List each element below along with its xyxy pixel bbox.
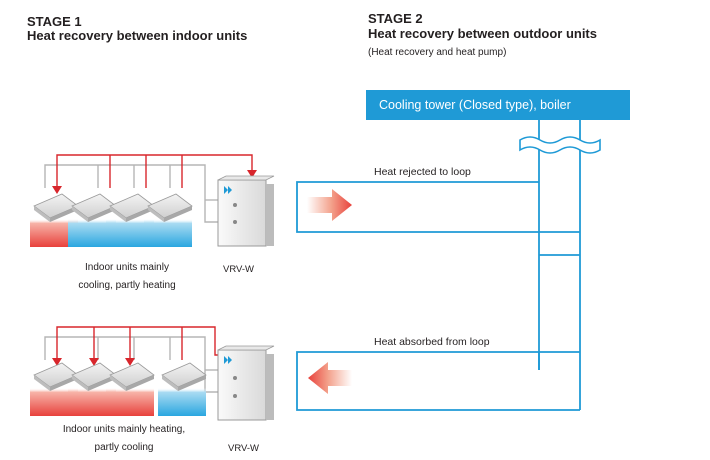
top-vrv-w-unit (217, 175, 275, 247)
cooling-tower-box: Cooling tower (Closed type), boiler (366, 90, 630, 120)
bottom-vrv-w-unit (217, 345, 275, 421)
heat-arrow-right (307, 189, 352, 221)
top-indoor-unit-2 (68, 193, 117, 247)
water-loop-pipes (296, 120, 581, 411)
stage2-label: STAGE 2 (368, 11, 423, 26)
bottom-refrigerant-pipes (44, 326, 222, 393)
bottom-unit-label: VRV-W (228, 443, 259, 454)
top-indoor-unit-4 (144, 193, 193, 247)
bottom-caption-line2: partly cooling (94, 442, 154, 453)
top-refrigerant-pipes (44, 154, 257, 223)
heat-absorbed-label: Heat absorbed from loop (374, 336, 490, 348)
bottom-indoor-unit-4 (158, 362, 207, 416)
pipe-break-symbol (519, 136, 601, 154)
top-caption-line2: cooling, partly heating (78, 280, 176, 291)
top-unit-label: VRV-W (223, 264, 254, 275)
bottom-caption-line1: Indoor units mainly heating, (62, 424, 186, 435)
stage1-title: Heat recovery between indoor units (27, 28, 248, 43)
stage2-title: Heat recovery between outdoor units (368, 26, 597, 41)
heat-rejected-label: Heat rejected to loop (374, 166, 471, 178)
stage2-subtitle: (Heat recovery and heat pump) (368, 47, 507, 58)
heat-arrow-left (308, 362, 352, 394)
top-caption-line1: Indoor units mainly (85, 262, 169, 273)
stage1-label: STAGE 1 (27, 14, 82, 29)
bottom-indoor-unit-3 (106, 362, 155, 416)
